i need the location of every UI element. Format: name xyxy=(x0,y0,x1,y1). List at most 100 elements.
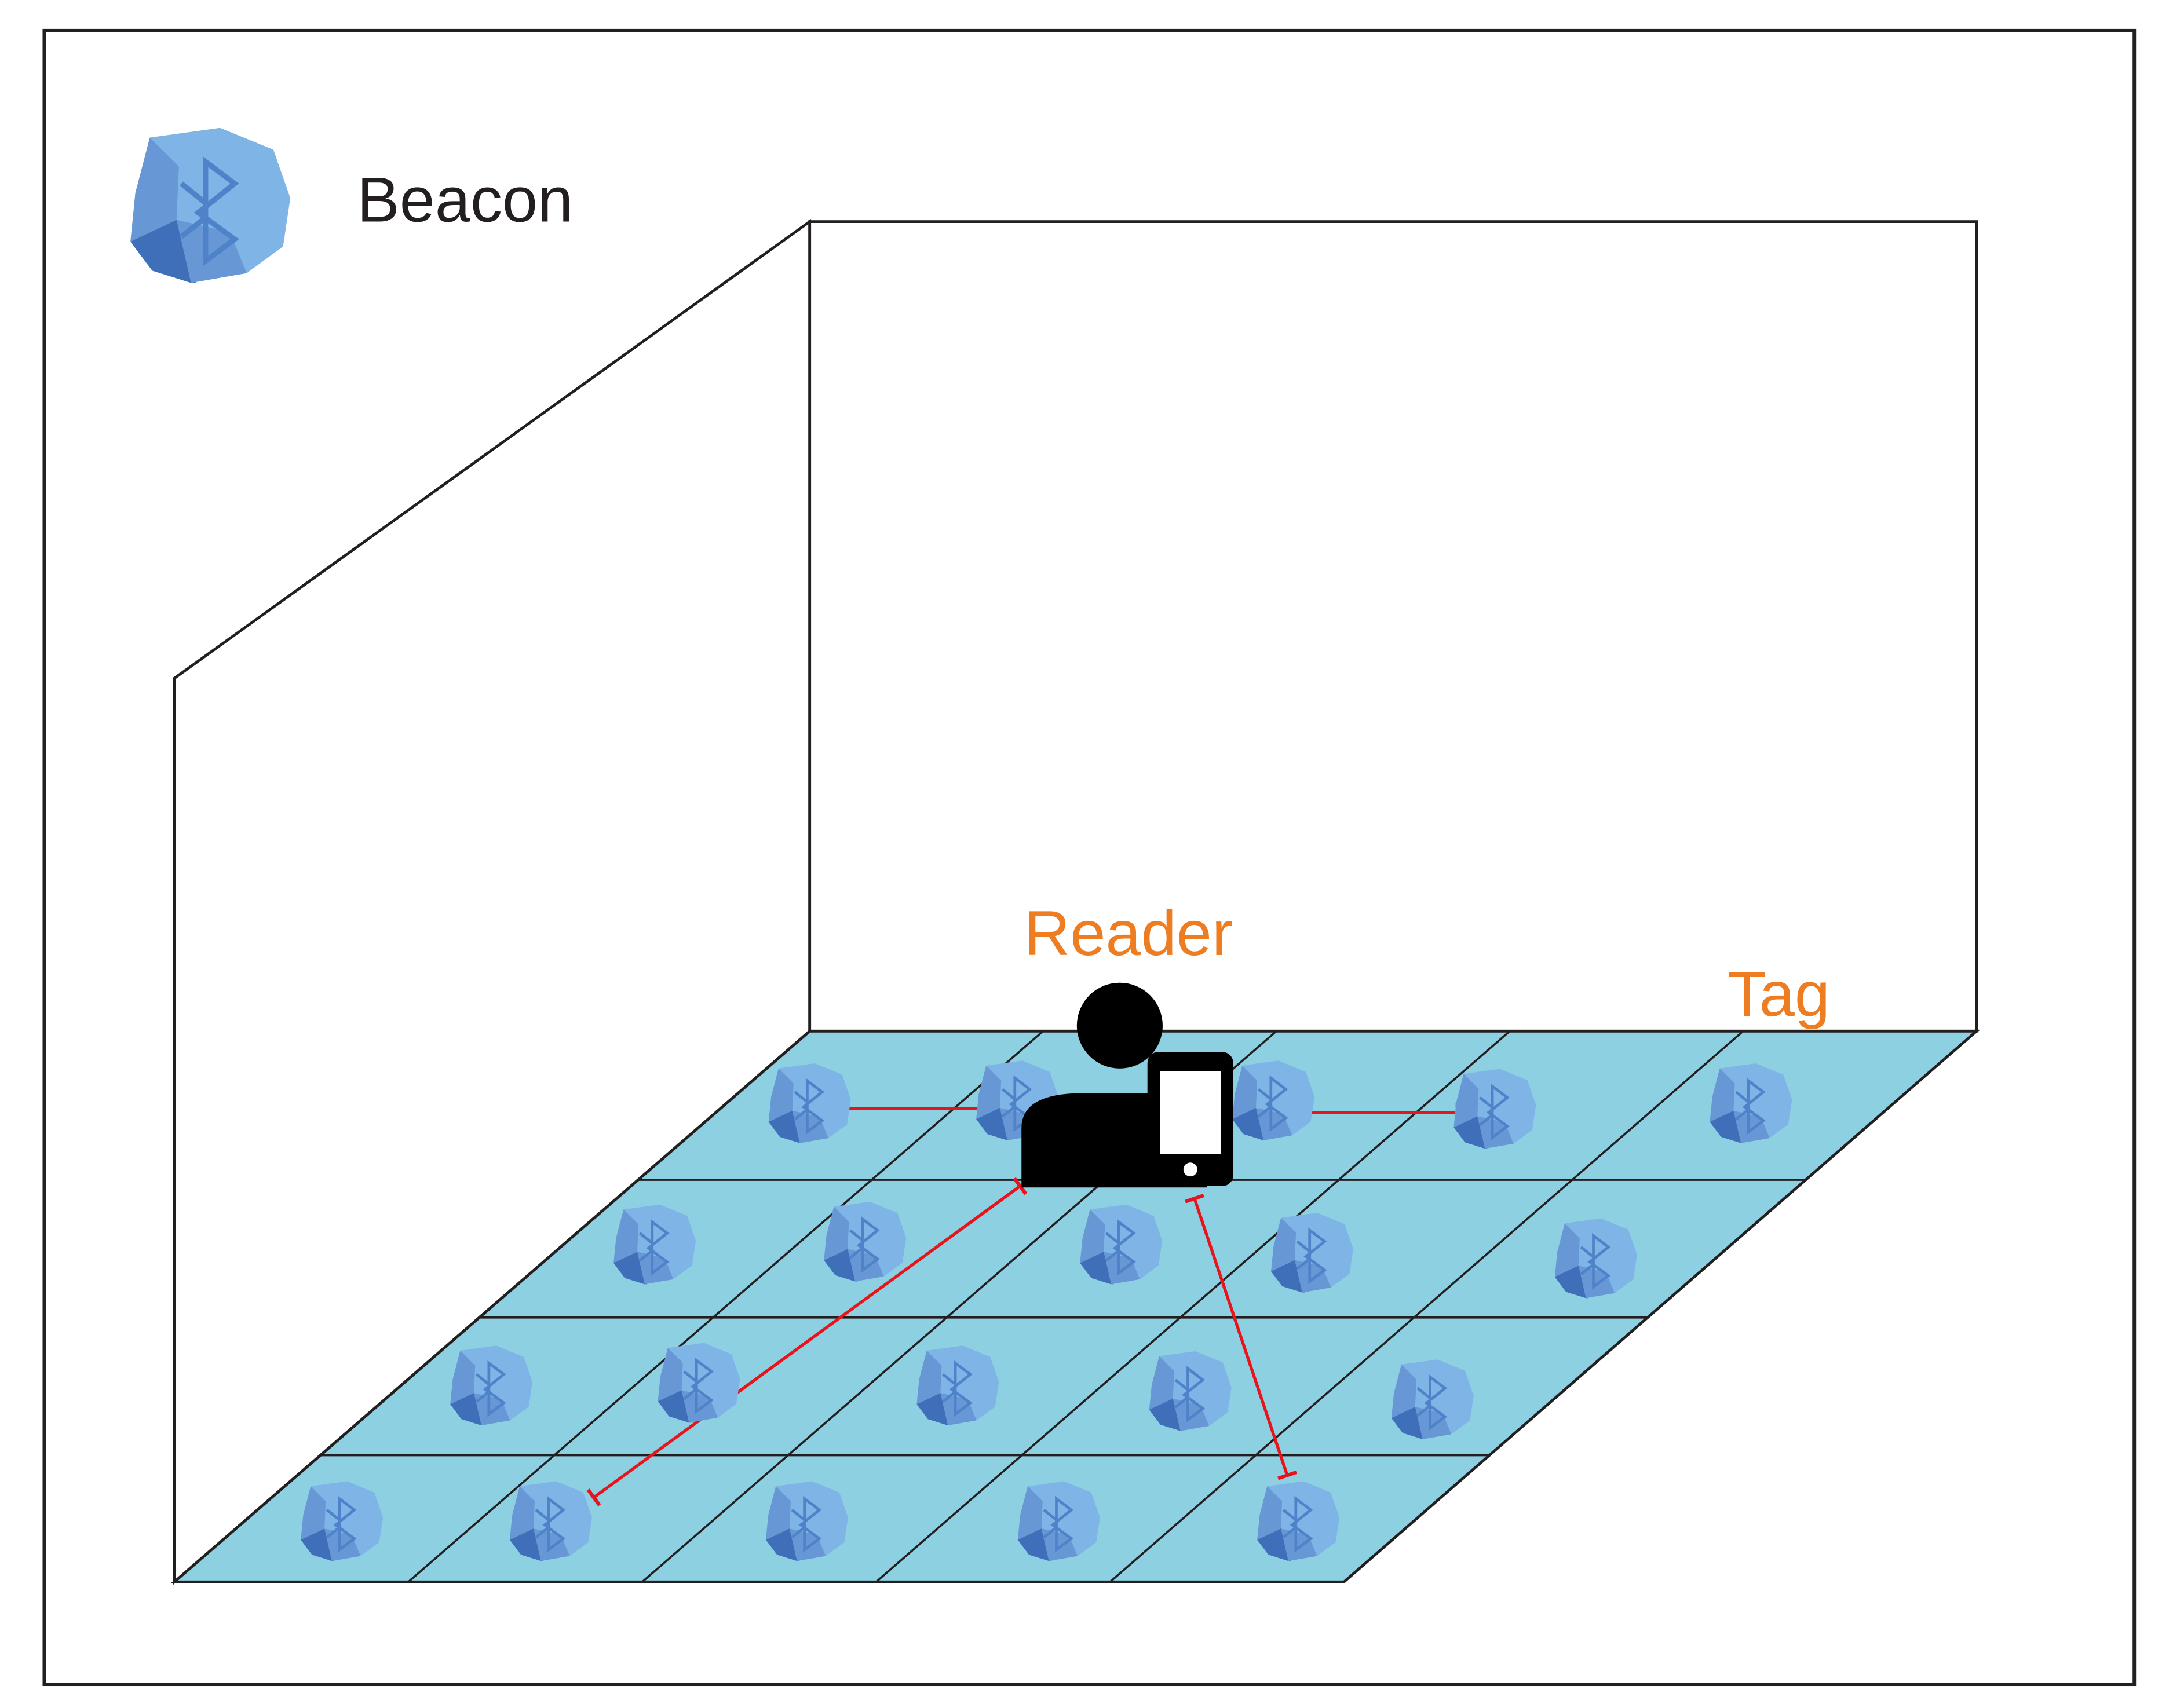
beacon-icon xyxy=(1017,1481,1100,1561)
beacon-facet xyxy=(1271,1217,1297,1272)
bluetooth-icon xyxy=(1486,1083,1510,1140)
bluetooth-icon xyxy=(483,1360,506,1417)
bluetooth-icon xyxy=(638,1232,653,1245)
bluetooth-icon xyxy=(849,1229,864,1242)
beacon-icon xyxy=(916,1345,999,1426)
beacon-facet xyxy=(509,1528,544,1561)
beacon-icon xyxy=(1271,1213,1353,1293)
bluetooth-icon xyxy=(180,181,207,205)
reader-label: Reader xyxy=(1024,898,1233,969)
beacon-icon xyxy=(1080,1204,1163,1285)
beacon-icon xyxy=(1710,1063,1792,1143)
beacon-facet xyxy=(824,1249,858,1282)
range-line xyxy=(586,1177,1028,1506)
beacon-facet xyxy=(976,1107,1010,1140)
bluetooth-icon xyxy=(1257,1088,1272,1100)
beacon-facet xyxy=(1017,1486,1043,1540)
beacon-facet xyxy=(130,137,179,242)
beacon-icon xyxy=(1391,1359,1474,1439)
bluetooth-icon xyxy=(1043,1526,1057,1539)
beacon-facet xyxy=(1271,1260,1305,1293)
beacon-facet xyxy=(1232,1107,1266,1140)
bluetooth-icon xyxy=(535,1526,550,1539)
bluetooth-icon xyxy=(1735,1108,1750,1121)
beacon-facet xyxy=(976,1065,1002,1120)
grid-line-column xyxy=(875,1030,1511,1583)
bluetooth-icon xyxy=(1112,1219,1136,1276)
beacon-facet xyxy=(509,1486,535,1540)
beacon-icon xyxy=(1149,1351,1232,1431)
beacon-icon xyxy=(1453,1069,1536,1149)
bluetooth-icon xyxy=(1105,1232,1120,1245)
bluetooth-icon xyxy=(326,1526,341,1539)
reader-person xyxy=(1021,982,1233,1188)
beacon-facet xyxy=(1232,1065,1258,1120)
beacon-icon xyxy=(768,1063,851,1143)
beacon-facet xyxy=(1391,1364,1416,1418)
bluetooth-icon xyxy=(1587,1232,1611,1290)
beacon-facet xyxy=(765,1486,791,1540)
bluetooth-icon xyxy=(1416,1405,1431,1417)
bluetooth-icon xyxy=(856,1216,880,1273)
bluetooth-icon xyxy=(690,1357,714,1414)
bluetooth-icon xyxy=(1105,1249,1120,1262)
beacon-facet xyxy=(658,1348,683,1402)
beacon-facet xyxy=(450,1351,476,1405)
beacon-facet xyxy=(1391,1407,1425,1439)
grid-line-column xyxy=(407,1030,1044,1583)
beacon-icon xyxy=(1257,1481,1340,1561)
bluetooth-icon xyxy=(1174,1396,1189,1409)
beacon-facet xyxy=(1080,1209,1105,1263)
bluetooth-icon xyxy=(535,1509,550,1522)
bluetooth-icon xyxy=(326,1509,341,1522)
bluetooth-icon xyxy=(1296,1240,1311,1253)
tag-label: Tag xyxy=(1728,959,1830,1030)
back-wall xyxy=(808,220,1978,1033)
beacon-facet xyxy=(1149,1398,1183,1431)
beacon-facet xyxy=(1080,1252,1114,1285)
bluetooth-icon xyxy=(1009,1075,1032,1132)
beacon-facet xyxy=(301,1486,326,1540)
beacon-facet xyxy=(1710,1068,1735,1122)
bluetooth-icon xyxy=(683,1388,697,1400)
beacon-facet xyxy=(1149,1356,1174,1410)
legend-beacon-icon xyxy=(130,127,291,283)
bluetooth-icon xyxy=(1479,1096,1493,1109)
beacon-icon xyxy=(658,1343,740,1423)
bluetooth-icon xyxy=(638,1249,653,1262)
bluetooth-icon xyxy=(475,1373,490,1385)
bluetooth-icon xyxy=(1742,1078,1766,1135)
bluetooth-icon xyxy=(1296,1257,1311,1270)
bluetooth-icon xyxy=(1424,1374,1448,1431)
bluetooth-icon xyxy=(1182,1366,1206,1422)
bluetooth-icon xyxy=(794,1108,808,1121)
bluetooth-icon xyxy=(794,1091,808,1103)
bluetooth-icon xyxy=(791,1509,806,1522)
beacon-icon xyxy=(130,127,291,283)
bluetooth-icon xyxy=(193,156,239,266)
bluetooth-icon xyxy=(801,1078,825,1135)
beacon-icon xyxy=(765,1481,848,1561)
beacon-facet xyxy=(613,1252,648,1285)
bluetooth-icon xyxy=(1001,1105,1016,1118)
beacon-facet xyxy=(130,220,196,283)
beacon-facet xyxy=(824,1206,849,1260)
beacon-facet xyxy=(768,1068,794,1122)
bluetooth-icon xyxy=(798,1495,822,1553)
beacons xyxy=(301,1060,1792,1561)
beacon-facet xyxy=(1257,1528,1291,1561)
beacon-facet xyxy=(301,1528,335,1561)
bluetooth-icon xyxy=(1479,1114,1493,1127)
beacon-facet xyxy=(1710,1110,1744,1143)
bluetooth-icon xyxy=(1416,1387,1431,1399)
bluetooth-icon xyxy=(1282,1509,1297,1522)
bluetooth-icon xyxy=(683,1370,697,1383)
beacon-facet xyxy=(1453,1074,1479,1128)
beacon-icon xyxy=(450,1345,533,1426)
bluetooth-icon xyxy=(1580,1263,1594,1276)
smartphone-icon xyxy=(1147,1052,1233,1186)
bluetooth-icon xyxy=(333,1495,357,1553)
beacon-facet xyxy=(1554,1223,1580,1277)
